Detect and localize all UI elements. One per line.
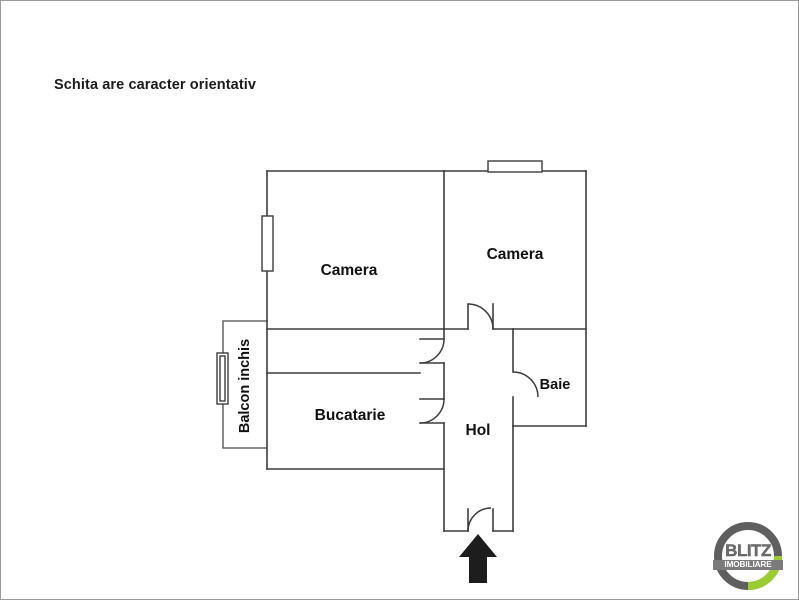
wall-group-outer: [266, 170, 587, 470]
door-camera-right: [467, 303, 494, 330]
room-label-camera-left: Camera: [321, 262, 378, 279]
window-camera-left: [261, 215, 274, 272]
room-label-group: Camera Camera Balcon inchis Bucatarie Ho…: [237, 246, 570, 439]
page-caption: Schita are caracter orientativ: [54, 77, 257, 93]
room-label-hol: Hol: [466, 422, 491, 439]
window-group: [216, 160, 543, 405]
door-entrance: [467, 507, 492, 532]
room-label-baie: Baie: [540, 377, 571, 393]
room-label-balcon: Balcon inchis: [237, 339, 253, 433]
wall-group-interior: [266, 170, 587, 532]
logo-brand-bottom: IMOBILIARE: [713, 560, 783, 570]
blitz-imobiliare-logo: BLITZ IMOBILIARE: [707, 520, 789, 592]
door-group: [419, 303, 539, 532]
logo-wordmark: BLITZ IMOBILIARE: [713, 542, 783, 570]
door-bucatarie: [419, 398, 445, 424]
door-baie: [512, 371, 539, 398]
room-label-bucatarie: Bucatarie: [315, 407, 386, 424]
logo-brand-top: BLITZ: [725, 541, 772, 560]
door-camera-left: [419, 338, 445, 364]
window-balcon-inner: [219, 355, 226, 402]
window-camera-right: [487, 160, 543, 173]
entrance-arrow: [459, 534, 497, 583]
room-label-camera-right: Camera: [487, 246, 544, 263]
